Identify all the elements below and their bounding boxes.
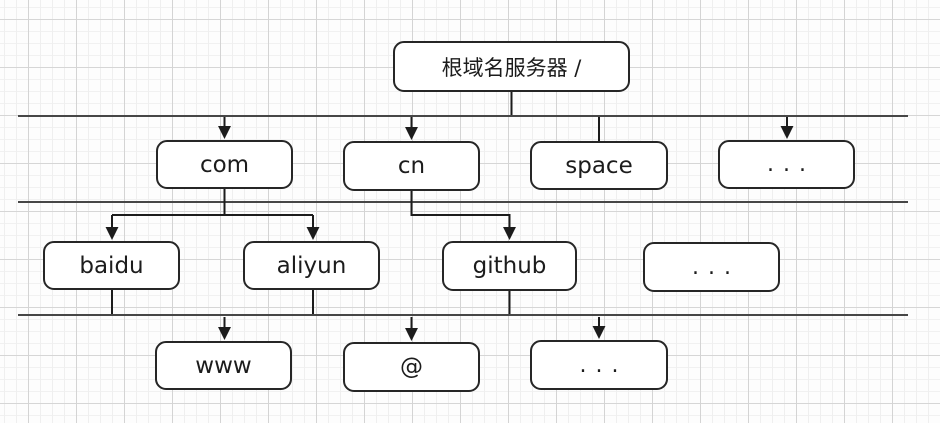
node-aliyun: aliyun <box>243 241 380 290</box>
node-sld-ellipsis: ... <box>643 242 780 292</box>
node-root-server: 根域名服务器 / <box>393 41 630 92</box>
node-www: www <box>155 341 292 390</box>
node-host-ellipsis: ... <box>530 340 668 390</box>
node-com: com <box>156 140 293 189</box>
node-at: @ <box>343 342 480 392</box>
node-github: github <box>442 241 577 291</box>
node-baidu: baidu <box>43 241 180 290</box>
node-space: space <box>530 141 668 190</box>
node-cn: cn <box>343 141 480 191</box>
node-tld-ellipsis: ... <box>718 140 855 189</box>
connector-arrow-github <box>410 191 516 240</box>
